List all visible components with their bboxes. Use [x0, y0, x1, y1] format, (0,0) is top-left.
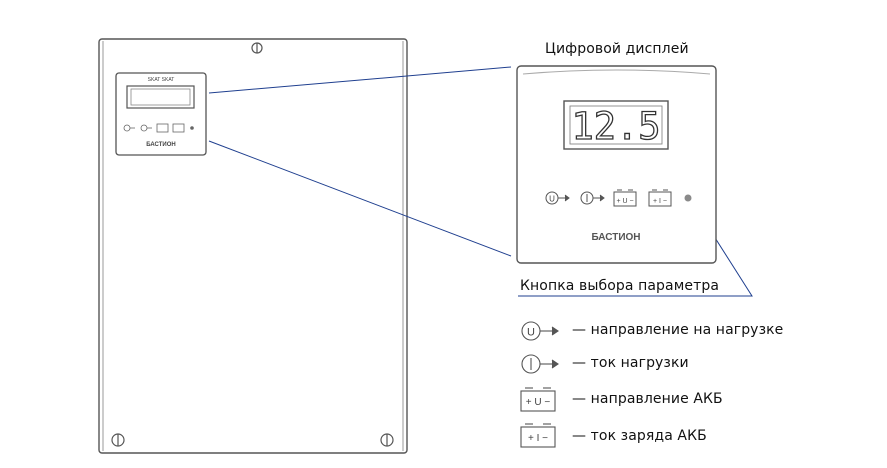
small-control-panel: SKAT SKAT БАСТИОН: [115, 72, 207, 156]
svg-text:+ U −: + U −: [616, 198, 633, 205]
display-callout-label: Цифровой дисплей: [545, 41, 689, 57]
current-output-icon: [580, 191, 605, 205]
small-panel-brand: БАСТИОН: [146, 142, 175, 148]
battery-voltage-icon: + U −: [613, 189, 637, 207]
legend-battery-current-icon: + I −: [520, 423, 556, 448]
svg-text:+ U −: + U −: [526, 397, 551, 408]
small-led-icon: [190, 126, 194, 130]
legend-text-battery-current: — ток заряда АКБ: [572, 428, 707, 444]
small-panel-logo: SKAT SKAT: [148, 77, 175, 83]
parameter-select-button[interactable]: [684, 194, 692, 202]
voltage-output-icon: U: [545, 191, 570, 205]
legend-current-output-icon: [521, 354, 559, 374]
svg-text:U: U: [527, 327, 535, 339]
svg-text:U: U: [549, 195, 555, 204]
button-callout-label: Кнопка выбора параметра: [520, 278, 720, 294]
legend-text-voltage-output: — направление на нагрузке: [572, 322, 784, 338]
svg-text:+ I −: + I −: [528, 433, 548, 444]
svg-text:+ I −: + I −: [653, 198, 667, 205]
screw-bottom-right-icon: [380, 433, 394, 447]
panel-indicator-icons: U + U − + I −: [545, 189, 672, 207]
legend-text-current-output: — ток нагрузки: [572, 355, 689, 371]
legend-battery-voltage-icon: + U −: [520, 387, 556, 412]
legend-voltage-output-icon: U: [521, 321, 559, 341]
legend-text-battery-voltage: — направление АКБ: [572, 391, 723, 407]
enlarged-control-panel: [516, 65, 717, 264]
screw-bottom-left-icon: [111, 433, 125, 447]
panel-brand: БАСТИОН: [591, 232, 640, 243]
battery-current-icon: + I −: [648, 189, 672, 207]
screw-top-icon: [251, 42, 263, 54]
display-value: 12.5: [571, 105, 660, 148]
legend-icons: U + U − + I −: [520, 321, 559, 448]
